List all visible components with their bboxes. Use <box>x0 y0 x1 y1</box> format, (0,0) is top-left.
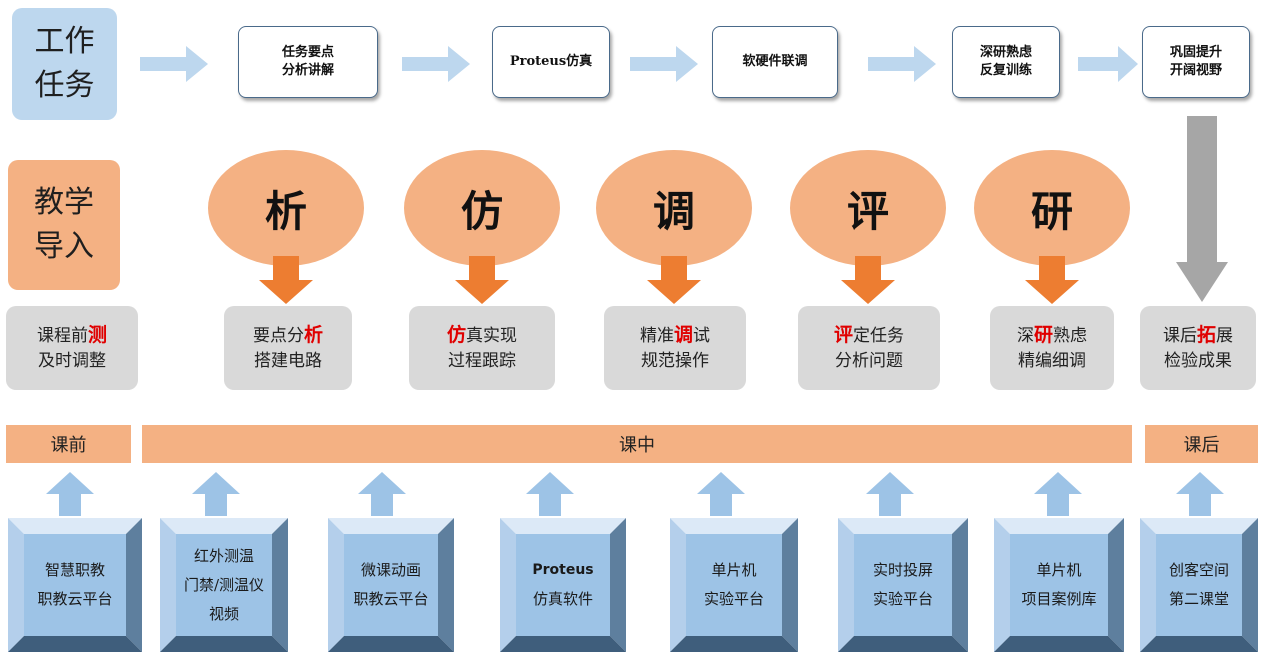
desc-simulate: 仿真实现 过程跟踪 <box>409 306 555 390</box>
desc-line1: 要点分析 <box>252 323 323 346</box>
platform-line: 仿真软件 <box>532 590 593 608</box>
work-task-label: 工作 任务 <box>12 8 117 120</box>
platform-line: 实验平台 <box>872 590 933 608</box>
desc-line2: 及时调整 <box>38 350 106 371</box>
stage-evaluate: 评 <box>790 150 946 266</box>
platform-line: 视频 <box>208 604 239 623</box>
orange-down-arrow <box>647 256 701 304</box>
platform-bevel <box>1140 518 1258 652</box>
flow-arrow-right <box>630 46 698 82</box>
stage-analyze: 析 <box>208 150 364 266</box>
desc-line1: 仿真实现 <box>446 323 517 346</box>
desc-line2: 过程跟踪 <box>448 350 516 371</box>
platform-line: 单片机 <box>711 561 757 579</box>
desc-line1: 深研熟虑 <box>1016 323 1087 346</box>
desc-line2: 分析问题 <box>835 350 903 371</box>
platform-bevel <box>500 518 626 652</box>
flow-arrow-right <box>1078 46 1138 82</box>
platform-bevel <box>838 518 968 652</box>
blue-up-arrow <box>1176 472 1224 516</box>
flow-arrow-right <box>140 46 208 82</box>
desc-line2: 精编细调 <box>1018 350 1086 371</box>
orange-down-arrow <box>841 256 895 304</box>
phase-before-class: 课前 <box>6 425 131 463</box>
desc-line2: 检验成果 <box>1164 350 1232 371</box>
phase-after-class: 课后 <box>1145 425 1258 463</box>
platform-line: 项目案例库 <box>1021 590 1097 608</box>
desc-analyze: 要点分析 搭建电路 <box>224 306 352 390</box>
orange-down-arrow <box>455 256 509 304</box>
platform-bevel <box>670 518 798 652</box>
platform-line: 红外测温 <box>193 546 254 565</box>
desc-line2: 搭建电路 <box>254 350 322 371</box>
blue-up-arrow <box>358 472 406 516</box>
flow-step-training: 深研熟虑 反复训练 <box>952 26 1060 98</box>
platform-bevel <box>328 518 454 652</box>
platform-proteus: Proteus 仿真软件 <box>510 534 616 636</box>
platform-line: 职教云平台 <box>353 590 429 608</box>
orange-down-arrow <box>1025 256 1079 304</box>
flow-arrow-right <box>868 46 936 82</box>
platform-line: 实时投屏 <box>872 561 933 579</box>
desc-line1: 精准调试 <box>639 323 710 346</box>
platform-line: 实验平台 <box>703 590 764 608</box>
platform-line: 职教云平台 <box>37 590 113 608</box>
teaching-intro-label: 教学 导入 <box>8 160 120 290</box>
desc-line1: 课程前测 <box>36 323 107 346</box>
blue-up-arrow <box>1034 472 1082 516</box>
platform-screen-cast: 实时投屏 实验平台 <box>848 534 958 636</box>
desc-line2: 规范操作 <box>641 350 709 371</box>
platform-line: 单片机 <box>1036 561 1082 579</box>
desc-line1: 评定任务 <box>833 323 904 346</box>
phase-during-class: 课中 <box>142 425 1132 463</box>
orange-down-arrow <box>259 256 313 304</box>
flow-step-consolidate: 巩固提升 开阔视野 <box>1142 26 1250 98</box>
platform-mcu-lab: 单片机 实验平台 <box>680 534 788 636</box>
platform-line: 门禁/测温仪 <box>183 575 265 594</box>
blue-up-arrow <box>46 472 94 516</box>
platform-line: 第二课堂 <box>1168 590 1229 608</box>
platform-line: 创客空间 <box>1168 561 1229 579</box>
platform-infrared-temp: 红外测温 门禁/测温仪 视频 <box>166 534 282 636</box>
desc-research: 深研熟虑 精编细调 <box>990 306 1114 390</box>
platform-case-library: 单片机 项目案例库 <box>1004 534 1114 636</box>
blue-up-arrow <box>192 472 240 516</box>
blue-up-arrow <box>697 472 745 516</box>
blue-up-arrow <box>866 472 914 516</box>
platform-bevel <box>8 518 142 652</box>
stage-simulate: 仿 <box>404 150 560 266</box>
platform-smart-vocational: 智慧职教 职教云平台 <box>24 534 126 636</box>
desc-pre-class-test: 课程前测 及时调整 <box>6 306 138 390</box>
platform-micro-course: 微课动画 职教云平台 <box>338 534 444 636</box>
flow-step-proteus: Proteus仿真 <box>492 26 610 98</box>
blue-up-arrow <box>526 472 574 516</box>
flow-arrow-right <box>402 46 470 82</box>
platform-line: Proteus <box>532 562 594 578</box>
stage-research: 研 <box>974 150 1130 266</box>
desc-post-class: 课后拓展 检验成果 <box>1140 306 1256 390</box>
flow-step-debug: 软硬件联调 <box>712 26 838 98</box>
platform-bevel <box>994 518 1124 652</box>
grey-down-arrow <box>1176 116 1228 302</box>
desc-debug: 精准调试 规范操作 <box>604 306 746 390</box>
platform-line: 微课动画 <box>360 561 421 579</box>
platform-line: 智慧职教 <box>44 561 105 579</box>
platform-maker-space: 创客空间 第二课堂 <box>1148 534 1250 636</box>
stage-debug: 调 <box>596 150 752 266</box>
flow-step-analysis: 任务要点 分析讲解 <box>238 26 378 98</box>
desc-evaluate: 评定任务 分析问题 <box>798 306 940 390</box>
desc-line1: 课后拓展 <box>1162 323 1233 346</box>
platform-bevel <box>160 518 288 652</box>
